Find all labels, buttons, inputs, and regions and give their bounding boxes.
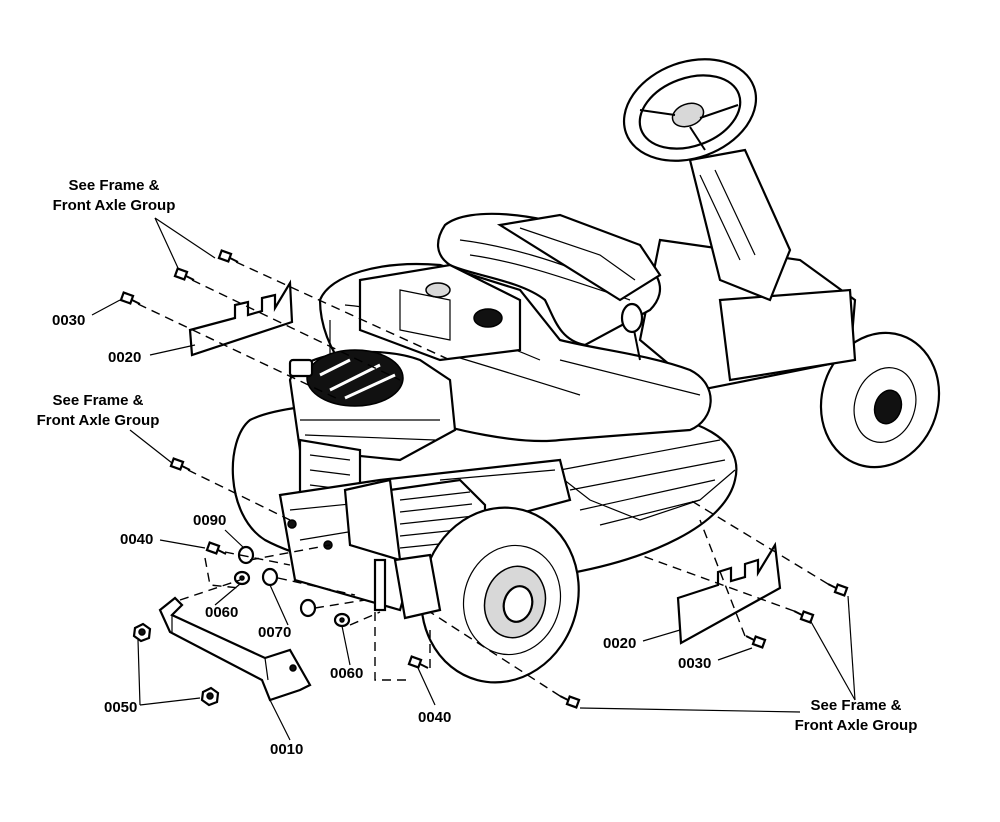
bolt-icon [745,635,767,649]
nut-icon [132,622,152,643]
washer-icon [333,612,351,628]
label-0070: 0070 [258,624,291,641]
nut-icon [200,686,220,707]
part-0010-bracket [158,596,312,702]
rear-frame [638,238,857,392]
bolt-icon [169,457,191,471]
label-see-frame-bot-line2: Front Axle Group [795,717,918,734]
assembly-lines [137,261,829,697]
label-0040-bottom: 0040 [418,709,451,726]
part-0020-right-plate [676,541,782,645]
leader-lines [91,217,856,741]
label-0020-left: 0020 [108,349,141,366]
label-0050: 0050 [104,699,137,716]
label-see-frame-top-line1: See Frame & [69,177,160,194]
bolt-icon [827,583,849,597]
label-0090: 0090 [193,512,226,529]
mower-illustration [231,58,941,684]
rear-tire-right [819,331,941,469]
label-0010: 0010 [270,741,303,758]
label-see-frame-mid-line2: Front Axle Group [37,412,160,429]
plug-icon [299,598,317,618]
label-0030-left: 0030 [52,312,85,329]
label-see-frame-mid-line1: See Frame & [53,392,144,409]
front-axle [373,553,442,620]
seat [437,212,662,347]
bolt-icon [407,655,429,669]
label-see-frame-bot-line1: See Frame & [811,697,902,714]
front-tire-left [420,506,580,684]
bolt-icon [217,249,239,263]
label-0020-right: 0020 [603,635,636,652]
hardware [119,249,849,709]
bolt-icon [793,610,815,624]
bolt-icon [173,267,195,281]
plug-icon [237,545,255,565]
plug-icon [261,567,279,587]
part-labels: See Frame & Front Axle Group 0030 0020 S… [37,177,918,758]
label-0060-left: 0060 [205,604,238,621]
bolt-icon [559,695,581,709]
label-0040-left: 0040 [120,531,153,548]
part-0020-left-plate [188,279,294,357]
label-0060-right: 0060 [330,665,363,682]
label-0030-right: 0030 [678,655,711,672]
bolt-icon [205,541,227,555]
bolt-icon [119,291,141,305]
steering-assembly [622,58,792,302]
engine [288,349,457,512]
label-see-frame-top-line2: Front Axle Group [53,197,176,214]
washer-icon [233,570,251,586]
